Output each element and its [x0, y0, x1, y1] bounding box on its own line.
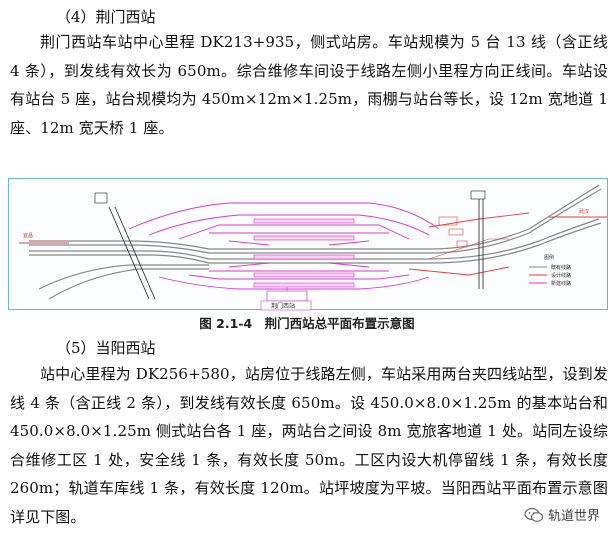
station-building — [266, 290, 308, 302]
wechat-watermark: 轨道世界 — [524, 505, 600, 524]
legend-item-new: 新建线路 — [551, 280, 571, 287]
bridge-markers — [94, 190, 486, 204]
legend: 图例 既有线路 设计线路 新建线路 — [529, 254, 571, 287]
section-4-heading: （4）荆门西站 — [56, 8, 156, 26]
legend-item-existing: 既有线路 — [551, 264, 571, 271]
watermark-text: 轨道世界 — [548, 509, 601, 524]
left-direction-label: 宜昌 — [23, 232, 33, 239]
legend-item-design: 设计线路 — [551, 272, 571, 279]
crossing-lines — [108, 199, 484, 300]
legend-title: 图例 — [544, 254, 554, 261]
existing-tracks — [29, 184, 602, 300]
section-5-heading: （5）当阳西站 — [56, 339, 156, 357]
right-direction-label: 武汉 — [579, 208, 589, 215]
platforms — [253, 218, 355, 288]
station-plan-diagram: 宜昌 武汉 荆门西站 图例 既有线路 设计线路 新建线路 — [19, 184, 607, 311]
station-name-label: 荆门西站 — [271, 302, 295, 310]
station-tracks — [128, 202, 440, 290]
section-5-body: 站中心里程为 DK256+580，站房位于线路左侧，车站采用两台夹四线站型，设到… — [10, 365, 608, 526]
figure-caption: 图 2.1-4 荆门西站总平面布置示意图 — [199, 316, 415, 331]
section-4-body: 荆门西站车站中心里程 DK213+935，侧式站房。车站规模为 5 台 13 线… — [10, 33, 608, 137]
maintenance-depot — [428, 216, 509, 260]
wechat-icon — [524, 507, 544, 522]
station-plan-figure: 宜昌 武汉 荆门西站 图例 既有线路 设计线路 新建线路 — [8, 178, 608, 311]
